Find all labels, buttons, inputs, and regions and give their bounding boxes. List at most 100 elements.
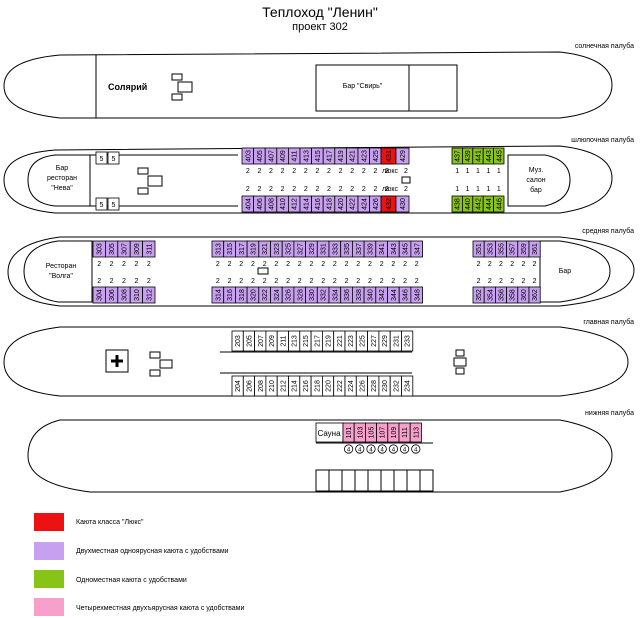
cabin-capacity: 2 <box>309 278 313 285</box>
cabin-number: 222 <box>337 380 344 392</box>
deck-label-sun: солнечная палуба <box>574 43 634 50</box>
cabin-number: 220 <box>326 380 333 392</box>
cabin-number: 405 <box>257 150 264 162</box>
cabin-capacity: 2 <box>521 261 525 268</box>
bar-neva-area <box>27 154 91 207</box>
cabin-capacity: 2 <box>281 168 285 175</box>
cabin-number: 320 <box>250 289 257 301</box>
cabin-number: 213 <box>292 335 299 347</box>
cabin-number: 319 <box>250 243 257 255</box>
cabin-number: 105 <box>369 427 376 439</box>
cabin-number: 442 <box>476 198 483 210</box>
small-room-number: 5 <box>112 202 116 209</box>
page-title: Теплоход "Ленин" <box>262 4 378 20</box>
cabin-number: 446 <box>496 198 503 210</box>
legend-text-quad: Четырехместная двухъярусная каюта с удоб… <box>76 605 245 612</box>
cabin-number: 216 <box>303 380 310 392</box>
cabin-number: 339 <box>367 243 374 255</box>
hull-middle <box>7 236 635 307</box>
middle-bar-label: Бар <box>558 268 572 275</box>
cabin-double <box>142 240 156 258</box>
cabin-number: 407 <box>269 150 276 162</box>
cabin-number: 312 <box>146 289 153 301</box>
cabin-number: 111 <box>402 427 409 438</box>
deck-label-boat: шлюпочная палуба <box>571 137 634 144</box>
cabin-number: 208 <box>258 380 265 392</box>
cabin-number: 324 <box>274 289 281 301</box>
cabin-number: 420 <box>338 198 345 210</box>
small-room <box>107 197 120 211</box>
capacity-badge <box>343 444 354 454</box>
cabin-number: 443 <box>486 150 493 162</box>
cabin-capacity: 1 <box>486 168 490 175</box>
cabin-capacity: 2 <box>257 186 261 193</box>
cabin-capacity: 1 <box>476 186 480 193</box>
cabin-number: 316 <box>227 289 234 301</box>
music-salon-area <box>507 154 571 207</box>
cabin-capacity: 2 <box>298 278 302 285</box>
cabin-capacity: 2 <box>368 278 372 285</box>
cabin-number: 230 <box>382 380 389 392</box>
cabin-capacity: 2 <box>309 261 313 268</box>
cabin-capacity: 4 <box>392 448 396 454</box>
cabin-number: 424 <box>361 198 368 210</box>
cabin-capacity: 2 <box>362 186 366 193</box>
cabin-capacity: 2 <box>499 261 503 268</box>
cabin-capacity: 2 <box>304 186 308 193</box>
cabin-number: 414 <box>303 198 310 210</box>
cabin-capacity: 2 <box>350 186 354 193</box>
cabin-number: 422 <box>350 198 357 210</box>
cabin-capacity: 2 <box>274 261 278 268</box>
cabin-number: 113 <box>413 427 420 438</box>
cabin-capacity: 2 <box>380 261 384 268</box>
cabin-number: 410 <box>280 198 287 210</box>
cabin-number: 314 <box>215 289 222 301</box>
small-room <box>95 151 108 165</box>
cabin-capacity: 2 <box>251 261 255 268</box>
cabin-number: 430 <box>400 198 407 210</box>
cabin-capacity: 2 <box>510 278 514 285</box>
cabin-number: 226 <box>359 380 366 392</box>
cabin-number: 212 <box>280 380 287 392</box>
cabin-capacity: 2 <box>403 278 407 285</box>
cabin-number: 408 <box>269 198 276 210</box>
cabin-capacity: 2 <box>298 261 302 268</box>
cabin-number: 317 <box>239 243 246 255</box>
cabin-number: 352 <box>476 289 483 301</box>
legend-swatch-single <box>34 570 64 588</box>
cabin-number: 331 <box>321 243 328 255</box>
cabin-number: 332 <box>321 289 328 301</box>
cabin-number: 439 <box>465 150 472 162</box>
cabin-number: 431 <box>386 150 393 162</box>
stair-icon <box>137 73 467 377</box>
cabin-capacity: 2 <box>269 168 273 175</box>
cabin-capacity: 2 <box>122 261 126 268</box>
cabin-standard <box>401 330 414 352</box>
cabin-number: 333 <box>332 243 339 255</box>
cabin-capacity: 2 <box>315 168 319 175</box>
cabin-number: 206 <box>246 380 253 392</box>
cabin-capacity: 2 <box>333 261 337 268</box>
cabin-capacity: 2 <box>122 278 126 285</box>
cabin-number: 323 <box>274 243 281 255</box>
cabin-number: 432 <box>386 198 393 210</box>
cabin-number: 344 <box>391 289 398 301</box>
hull-boat <box>3 145 613 214</box>
cabin-number: 354 <box>487 289 494 301</box>
lower-hall <box>315 469 434 492</box>
cabin-capacity: 2 <box>356 278 360 285</box>
lift-icon <box>257 176 411 275</box>
small-room <box>95 197 108 211</box>
cabin-capacity: 1 <box>497 186 501 193</box>
cabin-number: 303 <box>97 243 104 255</box>
cabin-capacity: 1 <box>476 168 480 175</box>
cabin-capacity: 2 <box>533 278 537 285</box>
cabin-number: 310 <box>134 289 141 301</box>
cabin-capacity: 2 <box>391 261 395 268</box>
cabin-number: 353 <box>487 243 494 255</box>
capacity-badge <box>388 444 398 454</box>
cabin-number: 211 <box>280 335 287 346</box>
bar-svir-label: Бар "Свирь" <box>342 83 383 90</box>
cabin-number: 205 <box>246 335 253 347</box>
cabin-capacity: 2 <box>286 261 290 268</box>
